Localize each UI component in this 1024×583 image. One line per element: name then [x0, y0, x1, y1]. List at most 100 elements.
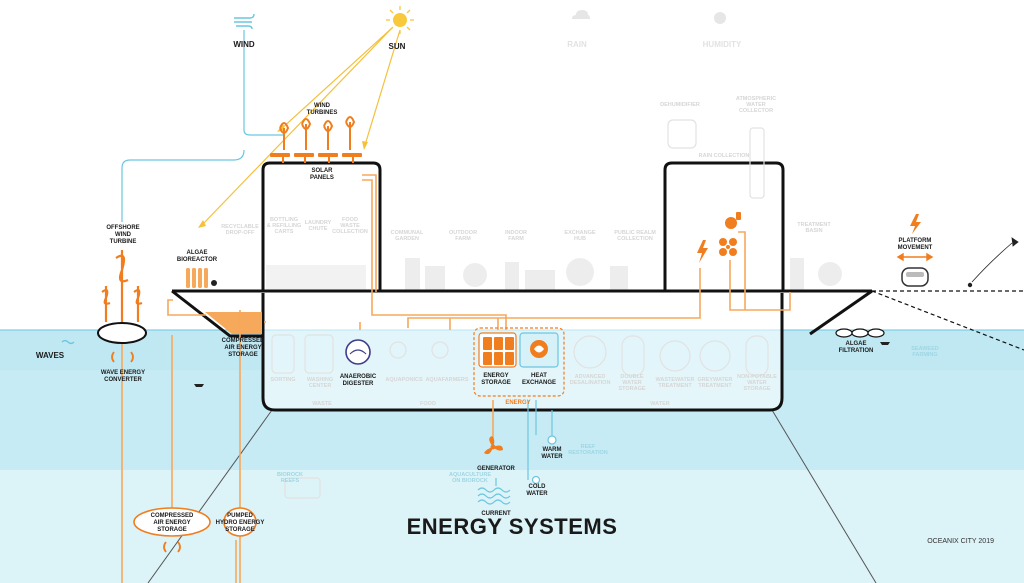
upper-block-left — [261, 161, 382, 291]
svg-text:LAUNDRY: LAUNDRY — [305, 220, 332, 226]
platform-movement-label-1: PLATFORM — [899, 238, 932, 244]
svg-text:NON-POTABLE: NON-POTABLE — [737, 374, 777, 380]
bottom-compressed-label-3: STORAGE — [157, 527, 187, 533]
bottom-compressed-label-2: AIR ENERGY — [153, 520, 190, 526]
svg-text:HUB: HUB — [574, 236, 586, 242]
svg-text:BOTTLING: BOTTLING — [270, 217, 298, 223]
sun-label: SUN — [389, 42, 406, 51]
svg-text:OUTDOOR: OUTDOOR — [449, 230, 477, 236]
platform-movement-icon — [910, 214, 921, 234]
svg-text:EXCHANGE: EXCHANGE — [564, 230, 596, 236]
svg-text:COLLECTION: COLLECTION — [617, 236, 653, 242]
waves-label: WAVES — [36, 351, 65, 360]
wave-motion-icon — [111, 351, 134, 363]
svg-text:FOOD: FOOD — [342, 217, 358, 223]
sun-rays — [201, 27, 401, 226]
bottom-compressed-label-1: COMPRESSED — [151, 513, 194, 519]
svg-text:RECYCLABLE: RECYCLABLE — [221, 224, 259, 230]
dashed-slope-extension — [871, 290, 1024, 351]
perspective-line-left — [147, 409, 273, 583]
wind-turbine-icon — [279, 116, 356, 150]
faint-interior-modules — [271, 119, 769, 499]
wave-converter-label-1: WAVE ENERGY — [101, 370, 145, 376]
svg-text:ON BIOROCK: ON BIOROCK — [452, 478, 488, 484]
current-label: CURRENT — [481, 511, 511, 517]
svg-text:CHUTE: CHUTE — [309, 226, 328, 232]
svg-text:INDOOR: INDOOR — [505, 230, 527, 236]
svg-text:DOUBLE: DOUBLE — [620, 374, 644, 380]
platform-movement-label-2: MOVEMENT — [898, 245, 933, 251]
warm-water-label-1: WARM — [543, 447, 562, 453]
warm-water-label-2: WATER — [541, 454, 563, 460]
wind-turbines-label-1: WIND — [314, 103, 331, 109]
wind-icon — [234, 13, 255, 30]
svg-text:COLLECTION: COLLECTION — [332, 229, 368, 235]
compressed-air-label-1: COMPRESSED — [222, 338, 265, 344]
hand-turbine-icon — [725, 212, 741, 229]
sun-icon — [386, 6, 414, 34]
svg-text:GREYWATER: GREYWATER — [697, 377, 732, 383]
humidity-label: HUMIDITY — [703, 40, 742, 49]
faint-labels: DEHUMIDIFIER ATMOSPHERIC WATER COLLECTOR… — [221, 96, 939, 484]
page-title: ENERGY SYSTEMS — [407, 514, 618, 539]
algae-filtration-pods — [835, 328, 885, 338]
pumped-hydro-label-2: HYDRO ENERGY — [216, 520, 265, 526]
double-arrow-icon — [896, 252, 934, 262]
pumped-hydro-label-1: PUMPED — [227, 513, 253, 519]
solar-panels-label-1: SOLAR — [312, 168, 334, 174]
svg-text:& REFILLING: & REFILLING — [267, 223, 302, 229]
offshore-wind-turbine-icon — [101, 250, 143, 322]
svg-text:ADVANCED: ADVANCED — [575, 374, 606, 380]
svg-text:WASTE: WASTE — [340, 223, 360, 229]
svg-text:CENTER: CENTER — [309, 383, 332, 389]
perspective-line-right — [771, 409, 877, 583]
svg-text:STORAGE: STORAGE — [618, 386, 645, 392]
compressed-air-label-3: STORAGE — [228, 352, 258, 358]
svg-text:AQUAFARMERS: AQUAFARMERS — [425, 377, 468, 383]
compressed-air-tank — [133, 507, 211, 537]
svg-text:WATER: WATER — [747, 380, 766, 386]
anaerobic-label-1: ANAEROBIC — [340, 374, 377, 380]
svg-text:REEFS: REEFS — [281, 478, 300, 484]
svg-text:CARTS: CARTS — [275, 229, 294, 235]
wave-converter-label-2: CONVERTER — [104, 377, 142, 383]
humidity-icon — [714, 12, 726, 24]
algae-bioreactor-icon — [186, 268, 208, 288]
svg-text:GARDEN: GARDEN — [395, 236, 419, 242]
cyclist-figure — [211, 280, 217, 286]
svg-text:SEAWEED: SEAWEED — [911, 346, 939, 352]
wind-label: WIND — [233, 40, 255, 49]
algae-bioreactor-label-2: BIOREACTOR — [177, 257, 218, 263]
svg-text:WASHING: WASHING — [307, 377, 333, 383]
energy-group-label: ENERGY — [505, 400, 530, 406]
upper-block-right — [663, 161, 785, 291]
lightning-icon — [697, 240, 708, 263]
svg-text:REEF: REEF — [581, 444, 596, 450]
rain-label: RAIN — [567, 40, 587, 49]
wave-icon — [61, 339, 75, 345]
svg-text:FARMING: FARMING — [912, 352, 937, 358]
heat-exchange-icon — [519, 332, 559, 368]
algae-filtration-label-1: ALGAE — [846, 341, 867, 347]
wind-flow-lines — [121, 30, 537, 480]
anaerobic-digester-icon — [345, 339, 371, 365]
solar-panels-label-2: PANELS — [310, 175, 334, 181]
algae-filtration-label-2: FILTRATION — [839, 348, 874, 354]
pressure-motion-icon — [163, 541, 181, 553]
rain-icon — [572, 10, 590, 19]
generator-fan-icon — [484, 436, 503, 455]
svg-text:PUBLIC REALM: PUBLIC REALM — [614, 230, 656, 236]
svg-text:DESALINATION: DESALINATION — [570, 380, 611, 386]
svg-text:WASTEWATER: WASTEWATER — [655, 377, 694, 383]
solar-panel-icon — [270, 153, 362, 163]
current-wave-icon — [477, 478, 511, 505]
svg-text:WATER: WATER — [650, 401, 669, 407]
pumped-hydro-label-3: STORAGE — [225, 527, 255, 533]
svg-text:RAIN COLLECTION: RAIN COLLECTION — [699, 153, 750, 159]
generator-label: GENERATOR — [477, 466, 515, 472]
kite-flyer-figure — [967, 282, 973, 288]
digester-detail — [349, 349, 367, 355]
svg-text:WATER: WATER — [746, 102, 765, 108]
